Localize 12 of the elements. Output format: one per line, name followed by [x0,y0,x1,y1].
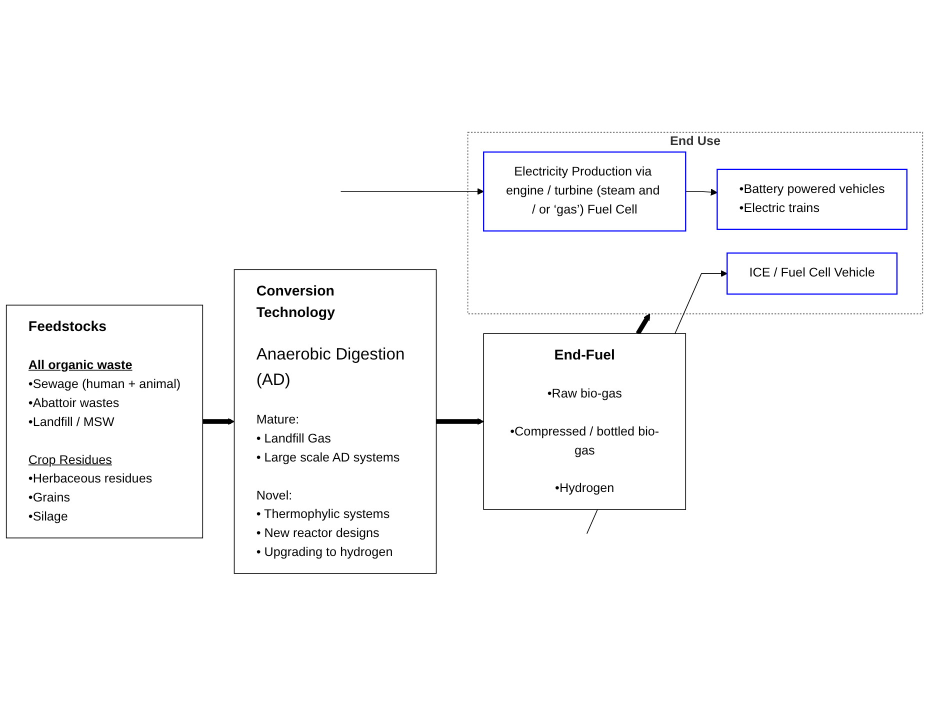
arrow [340,188,484,196]
arrow [636,314,650,335]
arrow [202,418,235,426]
node-box [483,152,686,232]
arrow [685,188,718,196]
node-box [716,168,908,230]
node-box [483,333,686,510]
cluster [467,132,924,314]
node-box [726,252,898,295]
node-box [234,269,437,574]
node-box [6,304,204,538]
arrow [436,418,484,426]
